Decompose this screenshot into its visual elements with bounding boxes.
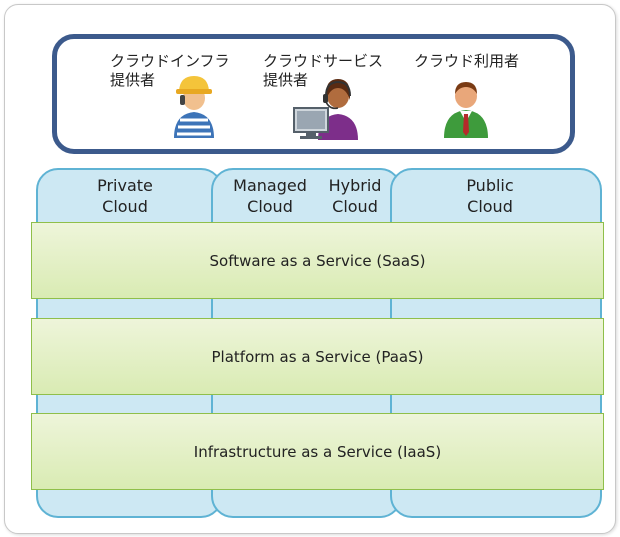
cloud-label-public: Public Cloud (466, 176, 514, 216)
cloud-label-private: Private Cloud (97, 176, 153, 216)
layer-paas-label: Platform as a Service (PaaS) (211, 347, 424, 366)
layer-saas-label: Software as a Service (SaaS) (209, 251, 426, 270)
construction-worker-icon (174, 76, 214, 138)
layer-iaas: Infrastructure as a Service (IaaS) (31, 413, 604, 490)
support-operator-icon (293, 79, 358, 140)
business-user-icon (444, 82, 488, 138)
cloud-label-hybrid: Hybrid Cloud (328, 176, 382, 216)
actor-service-provider-label: クラウドサービス 提供者 (263, 52, 384, 89)
layer-iaas-label: Infrastructure as a Service (IaaS) (193, 442, 442, 461)
cloud-label-managed: Managed Cloud (233, 176, 307, 216)
layer-paas: Platform as a Service (PaaS) (31, 318, 604, 395)
layer-saas: Software as a Service (SaaS) (31, 222, 604, 299)
actor-user-label: クラウド利用者 (414, 52, 520, 70)
actor-infra-provider-label: クラウドインフラ 提供者 (110, 52, 230, 89)
